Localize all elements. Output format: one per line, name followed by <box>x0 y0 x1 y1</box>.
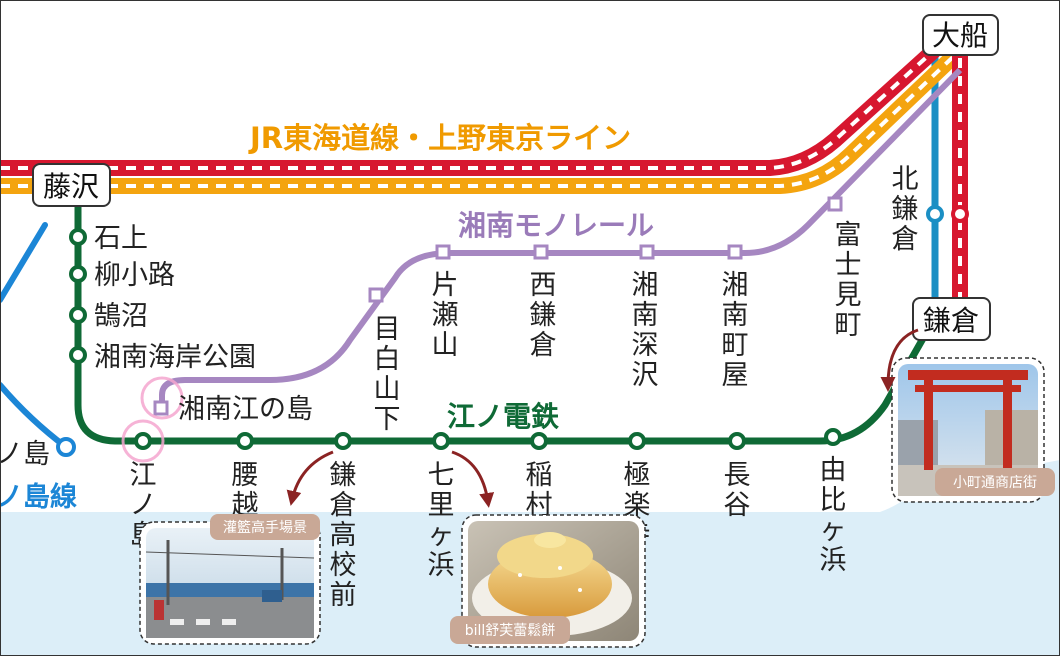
station-label-koshigoe: 腰越 <box>232 460 259 521</box>
station-label-yuigahama: 由比ヶ浜 <box>820 455 847 576</box>
odakyu-line-upper <box>0 222 48 303</box>
station-box-kamakura: 鎌倉 <box>912 297 991 341</box>
monorail-line-label: 湘南モノレール <box>458 209 654 242</box>
shonan-monorail-line <box>159 67 963 410</box>
station-nishi-kamakura-marker <box>533 244 549 260</box>
photo-slam-dunk-crossing <box>139 521 321 645</box>
enoden-stations <box>69 228 842 450</box>
station-shonan-kaigan-koen-marker <box>69 346 87 364</box>
enoshima-line-label: ノ島線 <box>0 481 77 513</box>
station-fujimicho-marker <box>827 196 843 212</box>
monorail-stations <box>153 196 843 416</box>
caption-bills: bill舒芙蕾鬆餅 <box>450 616 570 644</box>
arrow-to-komachi <box>880 328 919 392</box>
station-shonan-enoshima-marker <box>153 400 169 416</box>
svg-text:鎌倉: 鎌倉 <box>923 304 979 337</box>
station-label-yanagikoji: 柳小路 <box>94 260 175 291</box>
station-kugenuma-marker <box>69 306 87 324</box>
station-label-nishi-kamakura: 西鎌倉 <box>530 270 557 361</box>
station-gokurakuji-marker <box>628 432 646 450</box>
station-label-shonan-machiya: 湘南町屋 <box>722 270 749 391</box>
svg-text:藤沢: 藤沢 <box>43 170 99 203</box>
arrow-to-slam-dunk <box>286 450 334 506</box>
kita-kamakura-jr-marker <box>951 205 969 223</box>
station-shonan-machiya-marker <box>727 244 743 260</box>
station-label-kamakura-koko-mae: 鎌倉高校前 <box>330 460 357 611</box>
kita-kamakura-yokosuka-marker <box>926 205 944 223</box>
svg-text:小町通商店街: 小町通商店街 <box>953 475 1037 491</box>
station-enoshima-marker <box>134 432 152 450</box>
station-label-kugenuma: 鵠沼 <box>94 301 148 332</box>
arrow-to-bills <box>451 450 495 508</box>
station-inamuragasaki-marker <box>530 432 548 450</box>
station-box-ofuna: 大船 <box>922 14 999 56</box>
photo-bills-pancakes <box>461 514 646 648</box>
station-yuigahama-marker <box>824 428 842 446</box>
station-label-enoshima: 江ノ島 <box>130 460 157 551</box>
station-yanagikoji-marker <box>69 265 87 283</box>
station-kataseyama-marker <box>435 244 451 260</box>
caption-slam-dunk: 灌籃高手場景 <box>210 514 320 540</box>
station-label-shichirigahama: 七里ヶ浜 <box>428 460 455 581</box>
enoden-line <box>74 195 929 445</box>
station-label-inamuragasaki: 稲村 <box>526 460 553 521</box>
station-hase-marker <box>728 432 746 450</box>
station-label-mejiroyamashita: 目白山下 <box>374 314 401 435</box>
station-shichirigahama-marker <box>432 432 450 450</box>
station-label-fujimicho: 富士見町 <box>835 220 862 341</box>
station-koshigoe-marker <box>236 432 254 450</box>
station-shonan-fukasawa-marker <box>639 244 655 260</box>
highlight-enoshima-ring <box>121 419 165 463</box>
odakyu-enoshima-station-label: ノ島 <box>0 439 50 470</box>
station-label-kataseyama: 片瀬山 <box>432 270 459 361</box>
highlight-shonan-enoshima-ring <box>140 376 184 420</box>
station-box-fujisawa: 藤沢 <box>32 163 111 207</box>
enoden-line-label: 江ノ電鉄 <box>447 400 559 433</box>
svg-text:大船: 大船 <box>932 19 988 52</box>
svg-text:灌籃高手場景: 灌籃高手場景 <box>223 519 307 536</box>
station-ishigami-marker <box>69 228 87 246</box>
jr-line-label: JR東海道線・上野東京ライン <box>248 121 631 155</box>
odakyu-enoshima-line <box>0 382 69 450</box>
station-label-shonan-enoshima: 湘南江の島 <box>178 394 313 425</box>
odakyu-station-marker <box>56 437 76 457</box>
station-label-shonan-kaigan-koen: 湘南海岸公園 <box>94 342 256 373</box>
station-mejiroyamashita-marker <box>368 287 384 303</box>
jr-tokaido-line <box>0 39 968 310</box>
caption-komachi: 小町通商店街 <box>935 468 1055 496</box>
station-kamakura-koko-mae-marker <box>334 432 352 450</box>
svg-text:bill舒芙蕾鬆餅: bill舒芙蕾鬆餅 <box>465 622 556 639</box>
station-label-shonan-fukasawa: 湘南深沢 <box>632 270 659 391</box>
station-label-hase: 長谷 <box>724 460 751 521</box>
station-label-ishigami: 石上 <box>94 223 148 254</box>
station-label-kita-kamakura: 北鎌倉 <box>892 164 919 255</box>
